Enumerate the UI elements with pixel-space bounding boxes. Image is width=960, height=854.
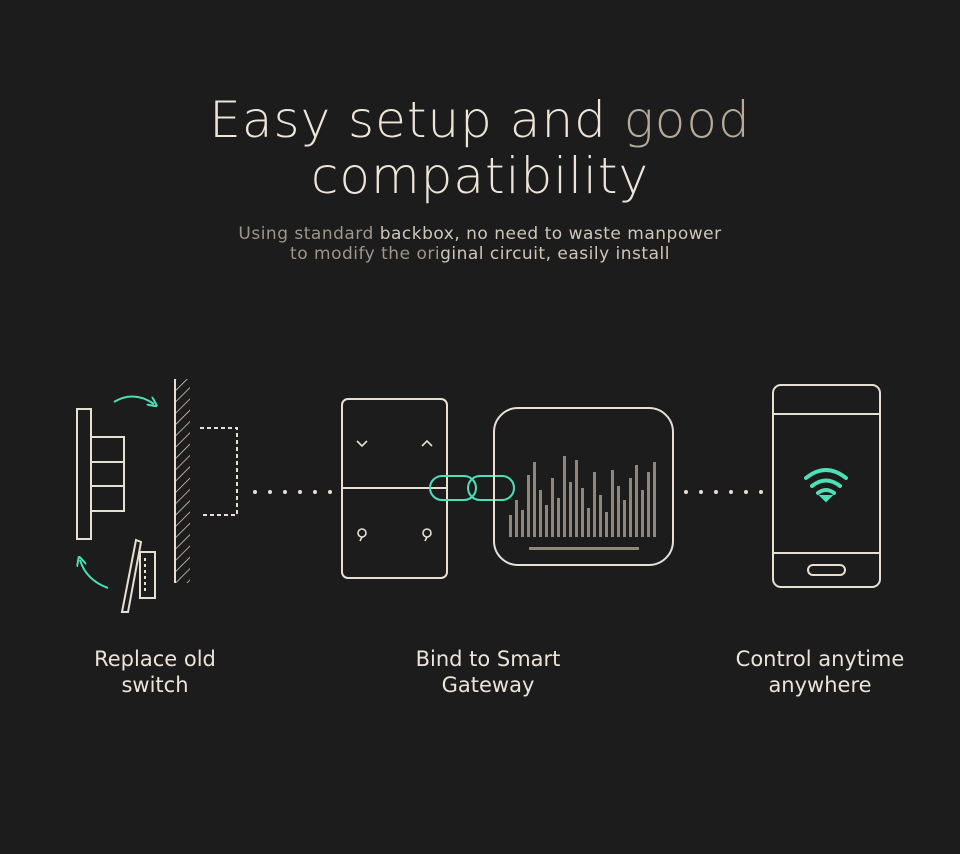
page-title: Easy setup and good compatibility	[0, 92, 960, 204]
setup-illustration	[0, 379, 881, 613]
title-line-1: Easy setup and good	[209, 91, 751, 149]
gateway-equalizer	[509, 456, 656, 550]
step-caption-control: Control anytime anywhere	[735, 647, 905, 697]
smart-gateway-link-icon	[341, 398, 674, 579]
dotted-connector-1	[253, 490, 332, 494]
title-line-2: compatibility	[310, 147, 650, 205]
smart-switch-panel	[341, 398, 448, 579]
link-chain-icon	[429, 475, 515, 501]
subtitle-line-1: Using standard backbox, no need to waste…	[238, 224, 722, 244]
dotted-connector-2	[684, 490, 763, 494]
smartphone-outline	[772, 384, 881, 588]
wifi-icon	[804, 468, 848, 503]
step-caption-replace: Replace old switch	[94, 647, 216, 697]
gateway-device	[493, 407, 674, 566]
subtitle-line-2: to modify the original circuit, easily i…	[290, 244, 670, 264]
smartphone-wifi-icon	[772, 384, 881, 588]
wall-switch-replace-icon	[77, 379, 238, 613]
step-caption-bind: Bind to Smart Gateway	[415, 647, 561, 697]
subtitle: Using standard backbox, no need to waste…	[0, 224, 960, 264]
